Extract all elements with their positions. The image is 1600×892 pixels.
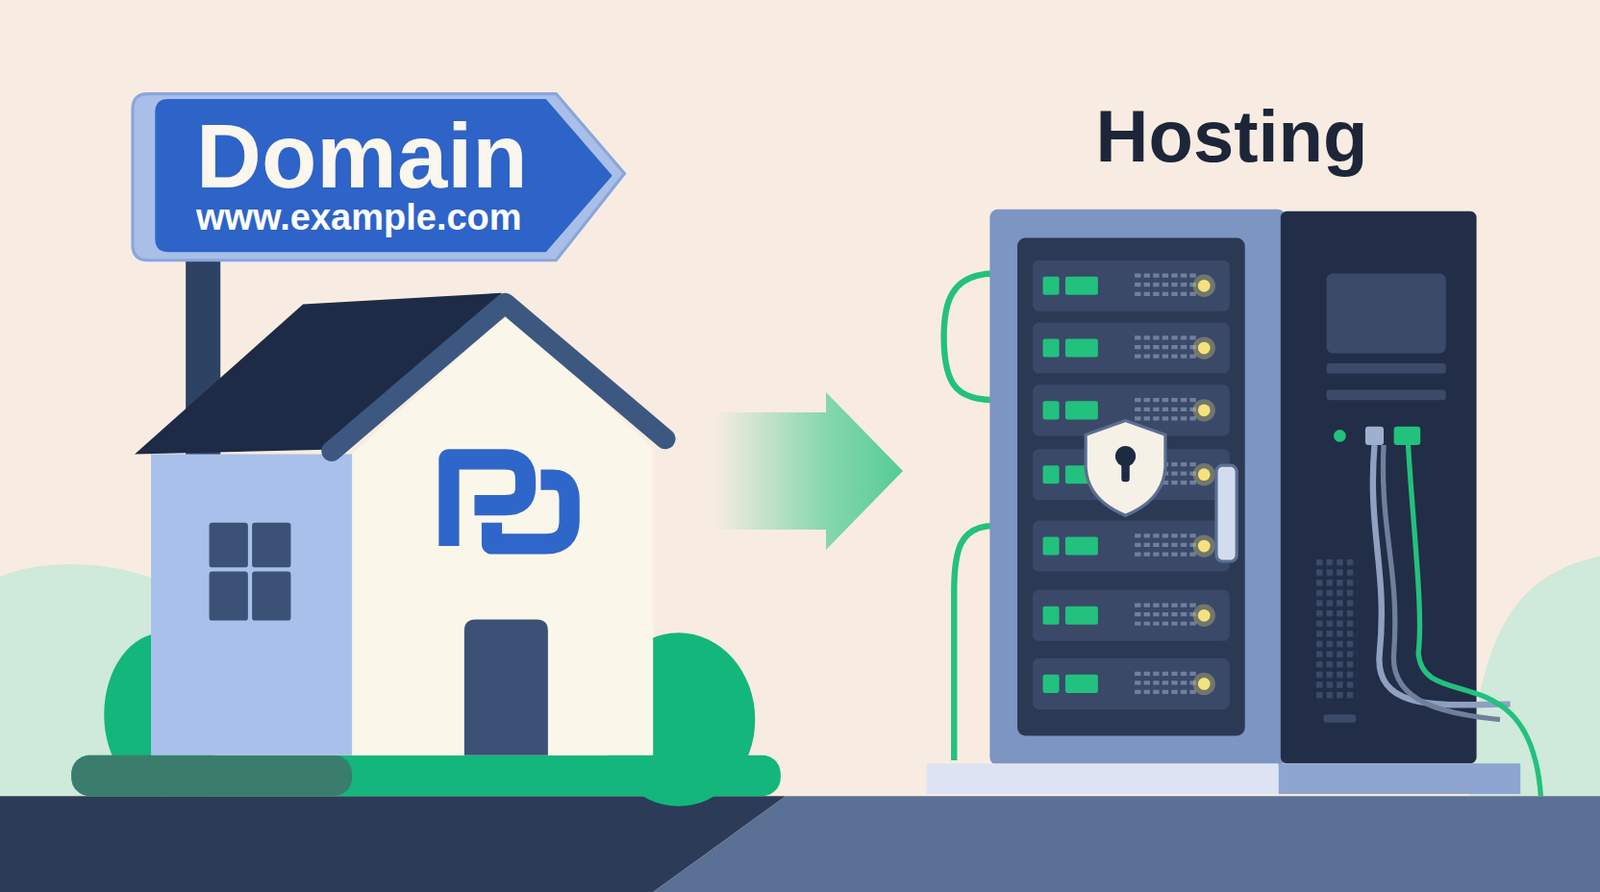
cable	[1382, 445, 1500, 721]
server-unit	[1032, 658, 1230, 710]
wire	[944, 274, 996, 401]
server-unit	[1032, 521, 1230, 573]
server-cabinet	[989, 209, 1286, 767]
cabinet-handle	[1216, 465, 1237, 562]
keyhole	[1121, 459, 1129, 482]
panel-line	[1326, 390, 1447, 401]
flow-arrow	[714, 392, 903, 550]
ground	[652, 796, 1600, 892]
server-base	[1278, 763, 1522, 795]
house-side-wall	[150, 453, 355, 755]
panel-screen	[1326, 274, 1447, 354]
server-unit	[1032, 590, 1230, 642]
sign-face	[154, 99, 612, 252]
domain-sign: Domainwww.example.com	[132, 92, 715, 797]
lawn	[71, 755, 781, 797]
window-pane	[209, 523, 249, 569]
panel-line	[1326, 363, 1447, 375]
window-pane	[251, 523, 291, 569]
vent-grid	[1316, 559, 1357, 703]
lawn-shadow	[71, 755, 352, 797]
window-pane	[251, 572, 291, 622]
hosting-server: Hosting	[902, 86, 1521, 797]
server-unit	[1032, 323, 1230, 375]
window-pane	[209, 572, 249, 622]
status-led	[1333, 429, 1347, 443]
ground	[0, 796, 786, 892]
house-door	[464, 620, 549, 756]
sign-title: Domain	[196, 111, 528, 202]
house-logo	[492, 479, 571, 545]
cable	[1407, 445, 1541, 797]
wire	[953, 525, 995, 761]
server-rack	[1017, 237, 1246, 736]
sign-back	[132, 94, 625, 261]
roof-trim	[331, 302, 666, 451]
port	[1394, 426, 1422, 446]
security-shield	[1085, 420, 1166, 516]
server-base	[926, 763, 1279, 795]
server-unit	[1032, 260, 1230, 312]
domain-url: www.example.com	[196, 199, 523, 236]
house-roof	[134, 293, 502, 455]
panel-slot	[1323, 714, 1356, 723]
port	[1365, 426, 1384, 446]
server-heading: Hosting	[1096, 100, 1369, 174]
server-side-panel	[1280, 211, 1477, 764]
